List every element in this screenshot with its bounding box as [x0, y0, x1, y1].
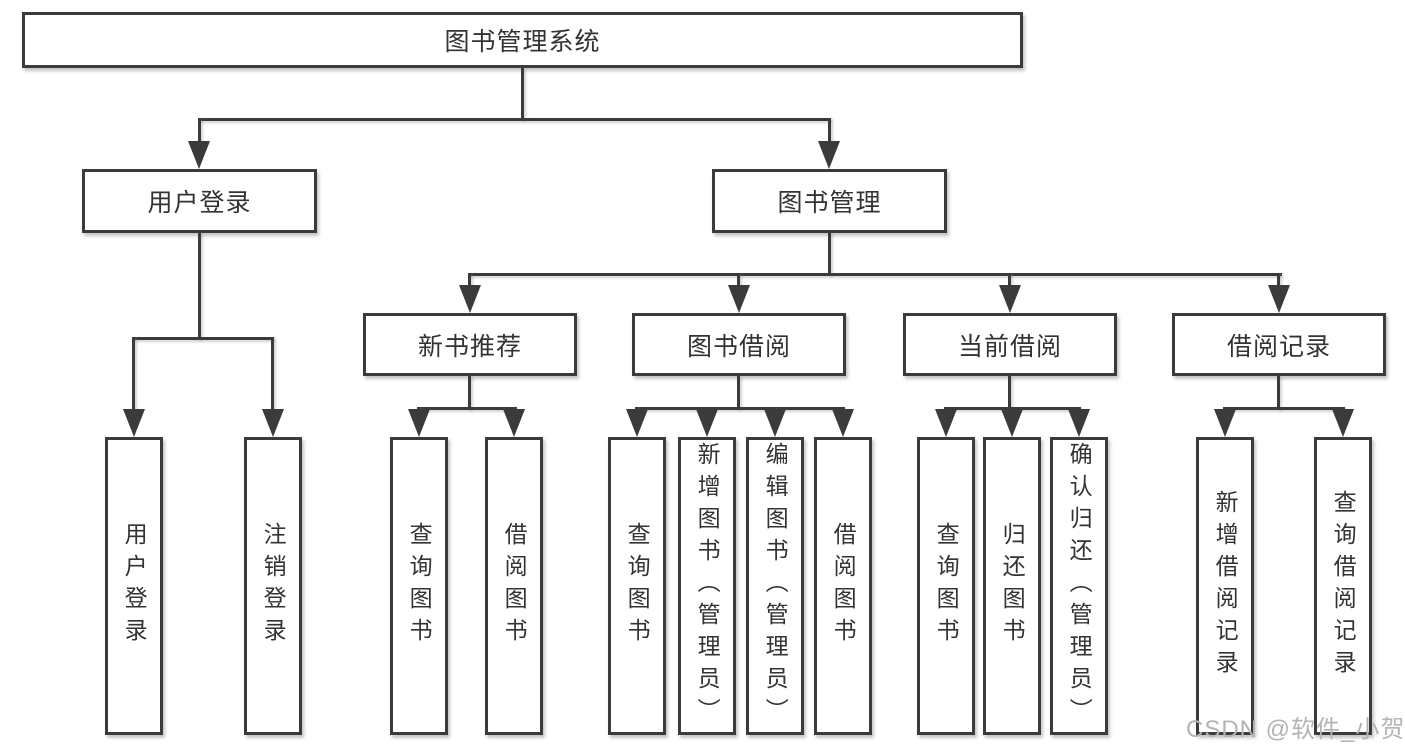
arrowhead-down-icon — [1001, 409, 1023, 437]
leaf-add-book-admin: 新增图书（管理员） — [678, 437, 736, 735]
node-label: 图书借阅 — [686, 332, 791, 361]
connector-line — [132, 337, 274, 340]
connector-line — [737, 273, 740, 288]
connector-line — [198, 118, 831, 121]
leaf-label: 编辑图书（管理员） — [762, 442, 789, 730]
connector-line — [198, 118, 201, 144]
leaf-label: 确认归还（管理员） — [1066, 442, 1093, 730]
connector-line — [468, 273, 1282, 276]
connector-line — [1277, 273, 1280, 288]
node-label: 图书管理 — [777, 189, 882, 217]
leaf-label: 借阅图书 — [830, 522, 857, 650]
leaf-label: 查询图书 — [624, 522, 651, 650]
leaf-logout: 注销登录 — [244, 437, 302, 735]
leaf-label: 借阅图书 — [501, 522, 528, 650]
leaf-borrow-book: 借阅图书 — [485, 437, 543, 735]
connector-line — [1008, 376, 1011, 410]
node-current-borrowing: 当前借阅 — [903, 313, 1117, 376]
connector-line — [635, 407, 845, 410]
arrowhead-down-icon — [728, 285, 750, 313]
leaf-edit-book-admin: 编辑图书（管理员） — [746, 437, 804, 735]
arrowhead-down-icon — [818, 141, 840, 169]
leaf-return-book: 归还图书 — [983, 437, 1041, 735]
leaf-label: 新增借阅记录 — [1212, 490, 1239, 682]
leaf-label: 查询图书 — [933, 522, 960, 650]
arrowhead-down-icon — [1214, 409, 1236, 437]
leaf-add-borrow-record: 新增借阅记录 — [1196, 437, 1254, 735]
leaf-borrow-book: 借阅图书 — [814, 437, 872, 735]
arrowhead-down-icon — [626, 409, 648, 437]
node-label: 当前借阅 — [957, 332, 1062, 361]
connector-line — [1277, 376, 1280, 410]
connector-line — [132, 337, 135, 411]
arrowhead-down-icon — [935, 409, 957, 437]
node-label: 借阅记录 — [1226, 332, 1331, 361]
connector-line — [468, 273, 471, 288]
arrowhead-down-icon — [696, 409, 718, 437]
leaf-label: 注销登录 — [260, 522, 287, 650]
leaf-user-login: 用户登录 — [105, 437, 163, 735]
connector-line — [417, 407, 517, 410]
node-user-login: 用户登录 — [82, 169, 317, 233]
connector-line — [737, 376, 740, 410]
connector-line — [1223, 407, 1345, 410]
node-book-borrowing: 图书借阅 — [632, 313, 846, 376]
node-label: 用户登录 — [147, 189, 252, 217]
connector-line — [828, 118, 831, 144]
connector-line — [198, 233, 201, 340]
node-book-management: 图书管理 — [712, 169, 947, 233]
leaf-label: 查询图书 — [406, 522, 433, 650]
leaf-query-book: 查询图书 — [390, 437, 448, 735]
connector-line — [521, 68, 524, 121]
csdn-watermark: CSDN @软件_小贺同学 — [1186, 716, 1405, 743]
arrowhead-down-icon — [188, 141, 210, 169]
arrowhead-down-icon — [123, 409, 145, 437]
node-borrowing-records: 借阅记录 — [1172, 313, 1386, 376]
connector-line — [271, 337, 274, 411]
connector-line — [1008, 273, 1011, 288]
arrowhead-down-icon — [999, 285, 1021, 313]
arrowhead-down-icon — [1332, 409, 1354, 437]
arrowhead-down-icon — [1068, 409, 1090, 437]
node-label: 新书推荐 — [417, 332, 522, 361]
arrowhead-down-icon — [408, 409, 430, 437]
leaf-label: 查询借阅记录 — [1330, 490, 1357, 682]
node-new-book-recommendation: 新书推荐 — [363, 313, 577, 376]
leaf-label: 新增图书（管理员） — [694, 442, 721, 730]
leaf-label: 用户登录 — [121, 522, 148, 650]
arrowhead-down-icon — [832, 409, 854, 437]
node-label: 图书管理系统 — [444, 28, 601, 56]
leaf-query-book: 查询图书 — [917, 437, 975, 735]
arrowhead-down-icon — [262, 409, 284, 437]
arrowhead-down-icon — [764, 409, 786, 437]
leaf-confirm-return-admin: 确认归还（管理员） — [1050, 437, 1108, 735]
arrowhead-down-icon — [1268, 285, 1290, 313]
leaf-query-borrow-record: 查询借阅记录 — [1314, 437, 1372, 735]
arrowhead-down-icon — [459, 285, 481, 313]
node-library-management-system: 图书管理系统 — [22, 12, 1023, 68]
connector-line — [468, 376, 471, 410]
arrowhead-down-icon — [503, 409, 525, 437]
leaf-label: 归还图书 — [999, 522, 1026, 650]
leaf-query-book: 查询图书 — [608, 437, 666, 735]
connector-line — [828, 233, 831, 276]
